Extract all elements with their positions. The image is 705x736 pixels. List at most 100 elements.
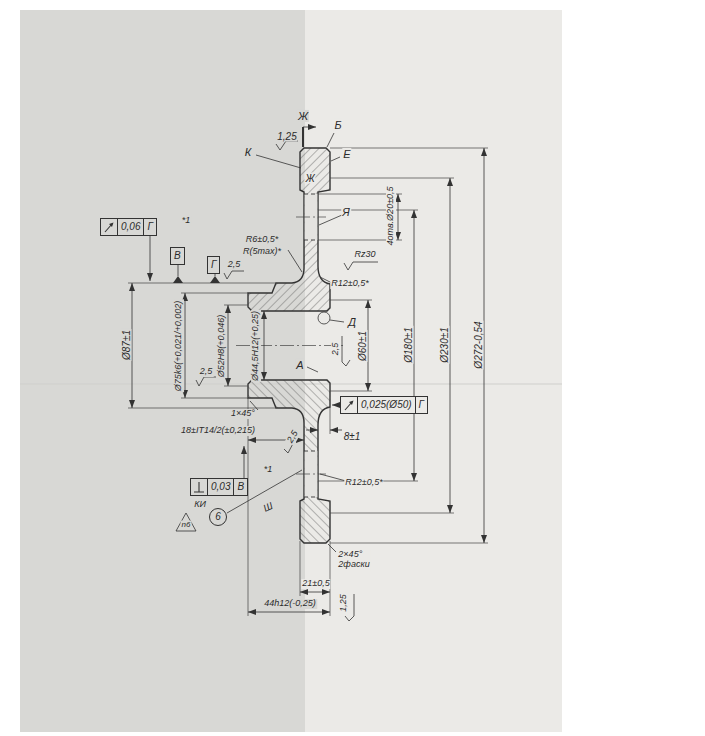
frame-text: Г <box>415 397 427 413</box>
dimension-label: 18±IT14/2(±0,215) <box>180 426 256 436</box>
roughness-value: Rz30 <box>353 250 376 260</box>
dimension-label: Ø44,5H12(+0,25) <box>251 310 261 382</box>
dimension-label: Ø230±1 <box>439 326 450 364</box>
dimension-lines <box>484 148 485 543</box>
leader-label: Я <box>341 206 351 218</box>
part-section <box>248 380 330 543</box>
dimension-label: Ø87±1 <box>121 329 132 361</box>
leader-lines <box>320 474 346 481</box>
radius-label: R12±0,5* <box>330 279 369 289</box>
roughness-value: 2,5 <box>227 260 242 270</box>
section-mark: Ж <box>297 110 309 122</box>
dimension-lines <box>132 283 133 408</box>
leader-lines <box>328 544 336 552</box>
dimension-label: 21±0,5 <box>301 579 330 589</box>
datum-triangles <box>173 276 183 283</box>
note-mark: *1 <box>263 465 274 475</box>
note-mark: *1 <box>181 216 192 226</box>
dimension-lines <box>228 305 229 386</box>
frame-text: 0,06 <box>117 219 143 235</box>
centre-line <box>296 217 326 474</box>
perpendicularity-symbol <box>194 482 204 492</box>
roughness-value: 1,25 <box>276 131 297 142</box>
dimension-lines <box>185 293 186 398</box>
extension-lines <box>128 283 276 408</box>
leader-label: Е <box>342 148 351 160</box>
datum-box: В <box>170 247 185 265</box>
runout-symbol <box>101 219 117 235</box>
leader-label: Б <box>333 119 342 131</box>
detail-mark: Д <box>347 316 357 328</box>
frame-text: В <box>171 248 184 264</box>
tolerance-frame: 0,06Г <box>100 218 157 236</box>
section-mark: Ж <box>304 173 315 184</box>
dimension-lines <box>248 612 330 613</box>
leader-lines <box>331 157 340 161</box>
dimension-lines <box>264 311 265 380</box>
leader-lines <box>318 312 330 324</box>
surface-finish-symbols <box>276 141 298 150</box>
tolerance-frame: 0,03В <box>190 478 248 496</box>
extension-lines <box>330 300 372 391</box>
leader-lines <box>332 405 340 406</box>
leader-label: К <box>244 146 252 158</box>
leader-lines <box>307 367 318 372</box>
dimension-lines <box>330 430 342 431</box>
dimension-label: 4отв.Ø20±0,5 <box>386 185 396 246</box>
datum-box: Г <box>207 256 220 274</box>
dimension-lines <box>306 430 318 431</box>
radius-label: R(5max)* <box>242 247 282 257</box>
leader-lines <box>302 127 304 147</box>
frame-text: В <box>233 479 247 495</box>
extension-lines <box>181 293 248 398</box>
radius-label: R6±0,5* <box>245 235 279 245</box>
frame-text: Г <box>143 219 155 235</box>
frame-text: 0,025(Ø50) <box>357 397 415 413</box>
perpendicularity-symbol <box>191 479 207 495</box>
dimension-label: Ø180±1 <box>403 326 414 364</box>
leader-lines <box>327 133 334 147</box>
dimension-label: 44h12(-0,25) <box>263 599 317 609</box>
leader-lines <box>150 236 151 281</box>
extension-lines <box>128 148 488 616</box>
leader-lines <box>256 155 301 168</box>
roughness-value: 2,5 <box>331 342 341 357</box>
dimension-lines <box>368 300 369 391</box>
marking-label: КИ <box>193 500 207 510</box>
surface-finish-symbols <box>224 271 244 279</box>
chamfer-label: 2×45° 2фаски <box>337 550 370 570</box>
surface-finish-symbols <box>176 141 378 621</box>
dimension-label: Ø52H8(+0,046) <box>217 314 227 378</box>
part-section <box>248 148 330 311</box>
leader-lines <box>288 250 302 272</box>
extension-lines <box>318 210 418 481</box>
frame-text: 6 <box>212 509 224 525</box>
dimension-lines <box>398 194 399 240</box>
dimension-label: Ø75k6(+0,021/+0,002) <box>174 300 184 393</box>
dimension-lines <box>450 178 451 513</box>
dimension-lines <box>132 148 484 612</box>
datum-triangles <box>210 276 220 283</box>
leader-lines <box>303 127 316 128</box>
frame-text: Г <box>208 257 219 273</box>
leader-lines <box>244 446 245 478</box>
paper-sheet <box>305 10 562 732</box>
datum-triangles <box>173 276 220 283</box>
tolerance-frame: 0,025(Ø50)Г <box>340 396 428 414</box>
extension-lines <box>330 178 454 513</box>
extension-lines <box>224 305 248 386</box>
roughness-value: 1,25 <box>339 593 349 613</box>
dimension-label: Ø60±1 <box>357 330 368 362</box>
extension-lines <box>330 148 488 543</box>
leader-lines <box>150 127 346 552</box>
surface-finish-symbols <box>196 377 216 386</box>
runout-symbol <box>341 397 357 413</box>
chamfer-label: 1×45° <box>230 409 256 419</box>
dimension-lines <box>414 210 415 481</box>
runout-symbol <box>349 401 354 406</box>
dimension-label: 8±1 <box>343 431 362 442</box>
frame-text: 0,03 <box>207 479 233 495</box>
